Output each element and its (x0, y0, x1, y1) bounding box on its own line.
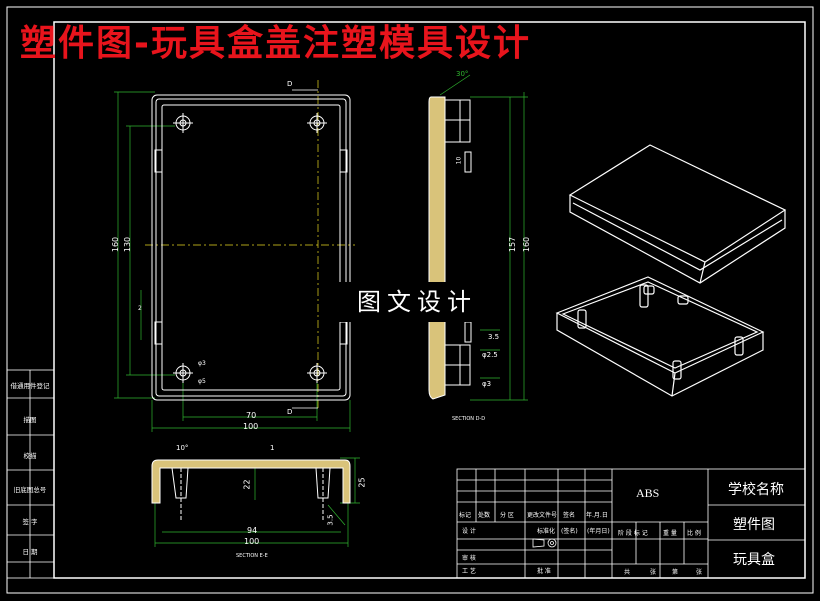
dim-small: 10° (176, 444, 189, 452)
rev-header: 处数 (478, 512, 491, 519)
sheet-label: 张 (650, 569, 657, 576)
dim-small: φ5 (198, 378, 206, 385)
dim-small: φ3 (198, 360, 206, 367)
page-title: 塑件图-玩具盒盖注塑模具设计 (20, 23, 531, 64)
boss-icon (173, 113, 327, 383)
dim-small: 10 (455, 156, 463, 165)
standard-label: 标准化 (537, 528, 556, 535)
rev-header: 签名 (563, 512, 576, 519)
rev-header: 分 区 (500, 512, 514, 519)
section-caption-dd: SECTION D-D (452, 416, 486, 422)
dim-bottom-inner-height: 22 (242, 479, 252, 490)
stage-header: 阶 段 标 记 (618, 530, 648, 537)
drawing-type: 塑件图 (733, 517, 775, 533)
sign-row: 审 核 (462, 555, 476, 562)
dim-side-height-inner: 157 (508, 236, 518, 253)
sheet-outer-border (6, 6, 814, 594)
approve-label: 批 准 (537, 568, 551, 575)
dim-front-height: 160 (111, 236, 121, 253)
dim-bottom-height: 25 (357, 477, 367, 488)
dim-front-height-inner: 130 (123, 236, 133, 253)
dim-front-inner: 70 (246, 411, 257, 420)
side-label: 日 期 (22, 548, 38, 556)
side-label: 描图 (23, 416, 37, 424)
sheet-label: 第 (672, 569, 679, 576)
sign-row: 工 艺 (462, 568, 476, 575)
watermark: 图文设计 (336, 282, 498, 322)
dim-small: 3.5 (488, 333, 500, 341)
sheet-inner-border (53, 21, 806, 579)
material-value: ABS (636, 486, 660, 500)
side-label: 借通用件登记 (10, 382, 50, 390)
dim-small: φ3 (482, 380, 492, 388)
section-mark-bottom: D (287, 408, 293, 416)
side-label: 校描 (23, 452, 37, 460)
projection-symbol-icon (532, 538, 557, 548)
dim-small: 3.5 (326, 514, 335, 526)
dim-small: 1 (270, 444, 275, 452)
iso-base-view (555, 276, 765, 397)
section-mark-top: D (287, 80, 293, 88)
stage-header: 比 例 (687, 530, 701, 537)
part-name: 玩具盒 (733, 552, 775, 568)
dim-bottom-width: 100 (244, 537, 260, 546)
dim-small: 2 (138, 305, 142, 312)
dim-bottom-inner: 94 (247, 526, 258, 535)
side-label: 签 字 (22, 518, 38, 526)
front-view (114, 80, 355, 432)
rev-header: 年.月.日 (586, 512, 608, 519)
dim-small: 30° (456, 70, 469, 78)
dim-small: φ2.5 (482, 351, 498, 359)
stage-header: 重 量 (663, 530, 677, 537)
section-caption-ee: SECTION E-E (236, 553, 268, 559)
rev-header: 标记 (459, 512, 472, 519)
sheet-label: 张 (696, 569, 703, 576)
rev-header: 更改文件号 (527, 512, 558, 519)
dim-front-width: 100 (243, 422, 259, 431)
signature-label: (签名) (561, 528, 578, 535)
side-panel (6, 369, 55, 579)
date-label: (年月日) (587, 528, 610, 535)
side-label: 旧底图总号 (13, 486, 47, 494)
bottom-section (151, 457, 360, 547)
iso-lid-view (568, 144, 787, 284)
school-name: 学校名称 (728, 482, 784, 498)
dim-side-height: 160 (522, 236, 532, 253)
side-section (428, 74, 528, 401)
sign-row: 设 计 (462, 528, 476, 535)
title-block (456, 468, 806, 579)
sheet-label: 共 (624, 569, 631, 576)
